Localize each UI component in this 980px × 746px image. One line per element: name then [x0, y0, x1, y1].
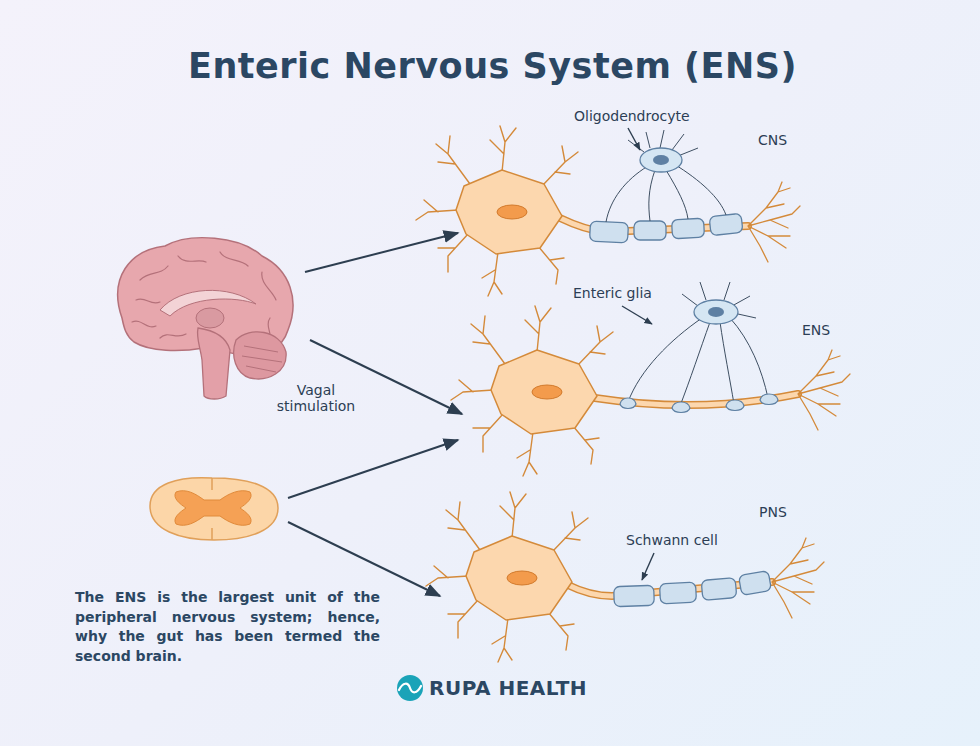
- pathway-arrow: [288, 522, 440, 596]
- cns-neuron: [748, 182, 800, 262]
- cns-neuron: [634, 221, 666, 240]
- pns-neuron: [614, 585, 655, 606]
- logo-icon: [399, 684, 421, 693]
- brain-illustration: [197, 328, 230, 399]
- cns-neuron: [709, 213, 743, 235]
- pathway-label: Vagal stimulation: [261, 382, 371, 414]
- cns-neuron: [590, 213, 743, 243]
- cns-neuron: [606, 166, 648, 222]
- ens-neuron: [798, 350, 850, 430]
- brain-illustration: [234, 332, 286, 379]
- brain-illustration: [196, 308, 224, 328]
- spinal-cord-illustration: [150, 478, 278, 540]
- ens-neuron: [628, 318, 702, 402]
- pns-neuron: [426, 492, 588, 662]
- system-label: CNS: [758, 132, 787, 148]
- cns-neuron: [640, 148, 682, 172]
- ens-neuron: [694, 300, 738, 324]
- pns-neuron: [614, 571, 772, 607]
- page-title: Enteric Nervous System (ENS): [188, 46, 797, 86]
- brand-logo: RUPA HEALTH: [429, 676, 587, 700]
- cns-neuron: [416, 126, 578, 296]
- pns-neuron: [701, 578, 737, 601]
- cell-label: Oligodendrocyte: [574, 108, 690, 124]
- logo-icon: [397, 675, 423, 701]
- ens-neuron: [726, 400, 744, 411]
- brain-illustration: [132, 252, 276, 340]
- ens-neuron: [708, 307, 724, 317]
- pns-neuron: [426, 492, 824, 662]
- ens-neuron: [451, 282, 850, 476]
- cns-neuron: [606, 130, 726, 222]
- pathway-arrow: [288, 440, 458, 498]
- label-pointer: [628, 128, 640, 150]
- label-pointer: [622, 306, 652, 324]
- brain-illustration: [118, 238, 293, 399]
- system-label: PNS: [759, 504, 787, 520]
- cns-neuron: [666, 170, 688, 219]
- ens-neuron: [672, 402, 690, 413]
- ens-neuron: [451, 306, 613, 476]
- caption-note: The ENS is the largest unit of the perip…: [75, 588, 380, 666]
- spinal-cord-illustration: [175, 491, 251, 526]
- cns-neuron: [653, 155, 669, 165]
- logo-icon: [397, 675, 423, 701]
- cns-neuron: [672, 218, 705, 239]
- pns-neuron: [772, 538, 824, 618]
- ens-neuron: [730, 318, 768, 398]
- brain-illustration: [242, 346, 282, 372]
- ens-neuron: [620, 394, 778, 413]
- pathway-arrow: [305, 233, 458, 272]
- ens-neuron: [720, 322, 734, 404]
- brain-illustration: [132, 252, 276, 340]
- label-pointer: [642, 553, 654, 580]
- pns-neuron: [660, 582, 697, 604]
- cns-neuron: [674, 164, 726, 215]
- pathway-arrow: [288, 233, 462, 596]
- ens-neuron: [760, 394, 778, 405]
- pns-neuron: [738, 571, 771, 596]
- cell-label: Schwann cell: [626, 532, 718, 548]
- cns-neuron: [416, 126, 800, 296]
- label-pointer: [622, 128, 654, 580]
- cns-neuron: [649, 170, 655, 221]
- system-label: ENS: [802, 322, 830, 338]
- cell-label: Enteric glia: [573, 285, 652, 301]
- cns-neuron: [590, 221, 629, 243]
- ens-neuron: [620, 398, 636, 409]
- spinal-cord-illustration: [150, 478, 278, 540]
- ens-neuron: [680, 322, 710, 406]
